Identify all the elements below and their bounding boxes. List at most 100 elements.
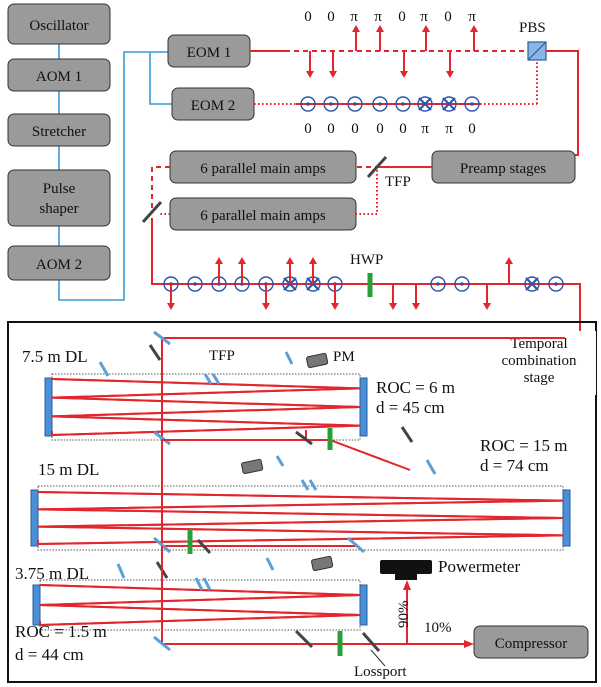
polarization-marker-dot (329, 102, 333, 106)
tfp-stage-1 (295, 430, 313, 446)
eom1-label: EOM 1 (187, 45, 232, 61)
phase-arrow-up-head (352, 25, 360, 32)
compressor-arrow-head (464, 640, 474, 648)
lossport-tfp-plate (361, 632, 381, 652)
dl3-d-label: d = 44 cm (15, 645, 84, 664)
cavity-2-beam-path (37, 491, 564, 545)
polarization-marker-dot (378, 102, 382, 106)
stretcher-label: Stretcher (32, 124, 86, 140)
polarization-marker (300, 96, 316, 112)
polarization-marker-dot (306, 102, 310, 106)
polarization-marker (548, 276, 564, 292)
polarization-marker (454, 276, 470, 292)
main-amp-1-box: 6 parallel main amps (169, 150, 357, 184)
polarization-marker (187, 276, 203, 292)
pol-arrow-up-head (286, 257, 294, 264)
main-amp-1-label: 6 parallel main amps (200, 161, 326, 177)
phase-arrow-down-head (306, 71, 314, 78)
pct-10-label: 10% (424, 620, 452, 636)
phase-label-top: 0 (444, 9, 452, 25)
polarization-marker (323, 96, 339, 112)
tfp-stage-1b (400, 426, 414, 443)
polarization-marker (417, 96, 433, 112)
compressor-box: Compressor (473, 625, 589, 659)
cavity-2-mirror (275, 455, 285, 467)
cavity-1-mirror (211, 373, 221, 385)
dl3-label: 3.75 m DL (15, 564, 89, 583)
dl1-label: 7.5 m DL (22, 347, 88, 366)
powermeter-arrow-head (403, 580, 411, 590)
eom2-box: EOM 2 (171, 87, 255, 121)
dl1-d-label: d = 45 cm (376, 398, 445, 417)
polarization-marker (372, 96, 388, 112)
fold-mirror (153, 536, 171, 554)
phase-arrow-up-head (376, 25, 384, 32)
phase-label-top: π (468, 9, 476, 25)
phase-label-top: 0 (327, 9, 335, 25)
dl2-d-label: d = 74 cm (480, 456, 549, 475)
dl1-to-dl2-beam (162, 439, 411, 471)
cavity-2-pm-head (241, 458, 264, 475)
pbs-cube (527, 41, 547, 61)
cavity-3-pm-head (311, 555, 334, 572)
polarization-marker (464, 96, 480, 112)
tfp-2-plate (141, 200, 163, 224)
dl1-roc-label: ROC = 6 m (376, 378, 455, 397)
polarization-marker (347, 96, 363, 112)
phase-label-top: π (374, 9, 382, 25)
phase-label-bottom: 0 (399, 121, 407, 137)
fold-mirror (153, 430, 171, 446)
cavity-2-mirror (425, 459, 437, 475)
phase-label-bottom: 0 (327, 121, 335, 137)
aom2-box: AOM 2 (7, 245, 111, 281)
cavity-1-mirror (284, 351, 294, 365)
fiber-to-eom2 (149, 52, 172, 105)
pbs-label: PBS (519, 20, 546, 36)
dl2-roc-label: ROC = 15 m (480, 436, 568, 455)
cavity-3-mirror (202, 577, 212, 591)
main-amp-2-box: 6 parallel main amps (169, 197, 357, 231)
cavity-1-left-mirror (44, 377, 53, 437)
polarization-marker-cross (442, 97, 456, 111)
phase-label-bottom: π (445, 121, 453, 137)
phase-arrow-down-head (446, 71, 454, 78)
fold-mirror (347, 536, 365, 554)
tfp-label-top: TFP (385, 174, 411, 190)
delay-line-cavities (30, 330, 571, 667)
cavity-1-pm-head (306, 352, 329, 369)
polarization-marker-cross (525, 277, 539, 291)
phase-label-top: 0 (398, 9, 406, 25)
dl1-tfp-label: TFP (209, 348, 235, 364)
pol-arrow-down-head (262, 303, 270, 310)
dl2-label: 15 m DL (38, 460, 99, 479)
polarization-marker-cross (418, 97, 432, 111)
polarization-marker-dot (554, 282, 558, 286)
aom2-label: AOM 2 (36, 257, 82, 273)
polarization-marker-dot (401, 102, 405, 106)
stretcher-box: Stretcher (7, 113, 111, 147)
cavity-3-mirror (194, 577, 204, 591)
pol-arrow-down-head (483, 303, 491, 310)
cavity-3-mirror (116, 563, 126, 579)
polarization-arrows-combined (167, 257, 513, 310)
fold-mirror (153, 635, 171, 652)
stage-label-bg (478, 331, 596, 395)
preamp-box: Preamp stages (431, 150, 576, 184)
cavity-2-right-mirror (562, 489, 571, 547)
temporal-combination-frame (7, 321, 597, 683)
lossport-label: Lossport (354, 664, 407, 680)
phase-label-top: π (420, 9, 428, 25)
polarization-marker-dot (353, 102, 357, 106)
polarization-marker-dot (470, 102, 474, 106)
oscillator-box: Oscillator (7, 3, 111, 45)
powermeter-label: Powermeter (438, 557, 520, 576)
phase-label-top: π (350, 9, 358, 25)
preamp-label: Preamp stages (460, 161, 546, 177)
pol-arrow-down-head (331, 303, 339, 310)
